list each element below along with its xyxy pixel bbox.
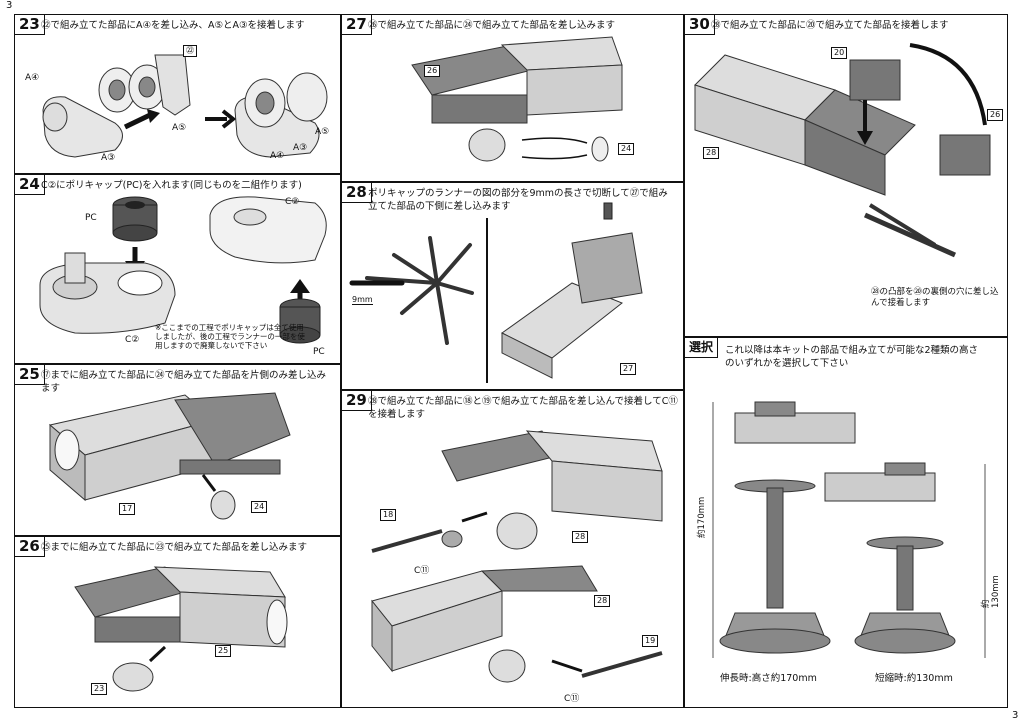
label-28-top: 28 xyxy=(572,531,589,543)
label-24: 24 xyxy=(618,143,635,155)
step-number: 23 xyxy=(15,15,45,35)
select-section: 選択 これ以降は本キットの部品で組み立てが可能な2種類の高さのいずれかを選択して… xyxy=(684,337,1008,708)
step-25: 25 ⑰までに組み立てた部品に㉔で組み立てた部品を片側のみ差し込みます 17 2… xyxy=(14,364,341,536)
label-27: 27 xyxy=(620,363,637,375)
step-24-note: ※ここまでの工程でポリキャップは全て使用しましたが、後の工程でランナーの一部を使… xyxy=(155,323,305,350)
height-short-label: 約130mm xyxy=(981,575,1001,608)
label-part-22: ㉒ xyxy=(183,45,197,57)
step-29-illustration xyxy=(371,430,663,683)
step-instruction: ⑰までに組み立てた部品に㉔で組み立てた部品を片側のみ差し込みます xyxy=(41,370,327,394)
step-number: 28 xyxy=(342,183,372,203)
step-number: 26 xyxy=(15,537,45,557)
page-number-bottom: 3 xyxy=(1012,710,1019,721)
step-29: 29 ㉘で組み立てた部品に⑱と⑲で組み立てた部品を差し込んで接着してC⑪を接着し… xyxy=(341,390,684,708)
label-a4-left: A④ xyxy=(25,73,40,83)
step-instruction: ポリキャップのランナーの図の部分を9mmの長さで切断して㉗で組み立てた部品の下側… xyxy=(368,188,668,212)
select-label: 選択 xyxy=(685,338,719,358)
step-27-illustration xyxy=(411,36,623,162)
select-instruction: これ以降は本キットの部品で組み立てが可能な2種類の高さのいずれかを選択して下さい xyxy=(725,345,979,369)
label-19: 19 xyxy=(642,635,659,647)
step-24: 24 C②にポリキャップ(PC)を入れます(同じものを二組作ります) PC C②… xyxy=(14,174,341,364)
label-c11-top: C⑪ xyxy=(414,566,430,576)
label-c11-bottom: C⑪ xyxy=(564,694,580,704)
label-pc-bottom: PC xyxy=(313,347,325,357)
step-30-illustration xyxy=(694,43,991,258)
page-number-top: 3 xyxy=(6,0,13,11)
label-a5-right: A⑤ xyxy=(315,127,330,137)
step-instruction: ㉖で組み立てた部品に㉔で組み立てた部品を差し込みます xyxy=(368,20,616,31)
step-instruction: ㉘で組み立てた部品に⑱と⑲で組み立てた部品を差し込んで接着してC⑪を接着します xyxy=(368,396,678,420)
step-number: 27 xyxy=(342,15,372,35)
label-26: 26 xyxy=(424,65,441,77)
label-28: 28 xyxy=(703,147,720,159)
step-23: 23 ㉒で組み立てた部品にA④を差し込み、A⑤とA③を接着します A④ A③ ㉒… xyxy=(14,14,341,174)
label-pc-top: PC xyxy=(85,213,97,223)
caption-short: 短縮時:約130mm xyxy=(875,673,953,684)
height-tall-label: 約170mm xyxy=(697,496,707,538)
label-c2-left: C② xyxy=(125,335,140,345)
step-27: 27 ㉖で組み立てた部品に㉔で組み立てた部品を差し込みます 26 24 xyxy=(341,14,684,182)
select-illustration xyxy=(712,401,986,658)
label-28-bottom: 28 xyxy=(594,595,611,607)
step-25-illustration xyxy=(48,392,291,520)
label-24: 24 xyxy=(251,501,268,513)
label-c2-right: C② xyxy=(285,197,300,207)
label-a3-right: A③ xyxy=(293,143,308,153)
label-23: 23 xyxy=(91,683,108,695)
step-instruction: C②にポリキャップ(PC)を入れます(同じものを二組作ります) xyxy=(41,180,302,191)
step-23-illustration xyxy=(42,54,328,158)
step-24-illustration xyxy=(39,196,327,344)
step-instruction: ㉕までに組み立てた部品に㉓で組み立てた部品を差し込みます xyxy=(41,542,308,553)
step-26-illustration xyxy=(74,566,288,692)
label-a3-left: A③ xyxy=(101,153,116,163)
step-28-illustration xyxy=(349,202,643,383)
label-26: 26 xyxy=(987,109,1004,121)
step-26: 26 ㉕までに組み立てた部品に㉓で組み立てた部品を差し込みます 25 23 xyxy=(14,536,341,708)
step-instruction: ㉘で組み立てた部品に⑳で組み立てた部品を接着します xyxy=(711,20,949,31)
step-instruction: ㉒で組み立てた部品にA④を差し込み、A⑤とA③を接着します xyxy=(41,20,305,31)
label-25: 25 xyxy=(215,645,232,657)
label-17: 17 xyxy=(119,503,136,515)
step-number: 30 xyxy=(685,15,715,35)
label-a4-right: A④ xyxy=(270,151,285,161)
step-30: 30 ㉘で組み立てた部品に⑳で組み立てた部品を接着します 20 26 28 ㉘の… xyxy=(684,14,1008,337)
step-28: 28 ポリキャップのランナーの図の部分を9mmの長さで切断して㉗で組み立てた部品… xyxy=(341,182,684,390)
label-length: 9mm xyxy=(352,295,373,305)
label-18: 18 xyxy=(380,509,397,521)
label-20: 20 xyxy=(831,47,848,59)
label-a5: A⑤ xyxy=(172,123,187,133)
caption-tall: 伸長時:高さ約170mm xyxy=(720,673,817,684)
step-number: 24 xyxy=(15,175,45,195)
step-number: 25 xyxy=(15,365,45,385)
step-number: 29 xyxy=(342,391,372,411)
step-30-note: ㉘の凸部を⑳の裏側の穴に差し込んで接着します xyxy=(871,287,999,308)
